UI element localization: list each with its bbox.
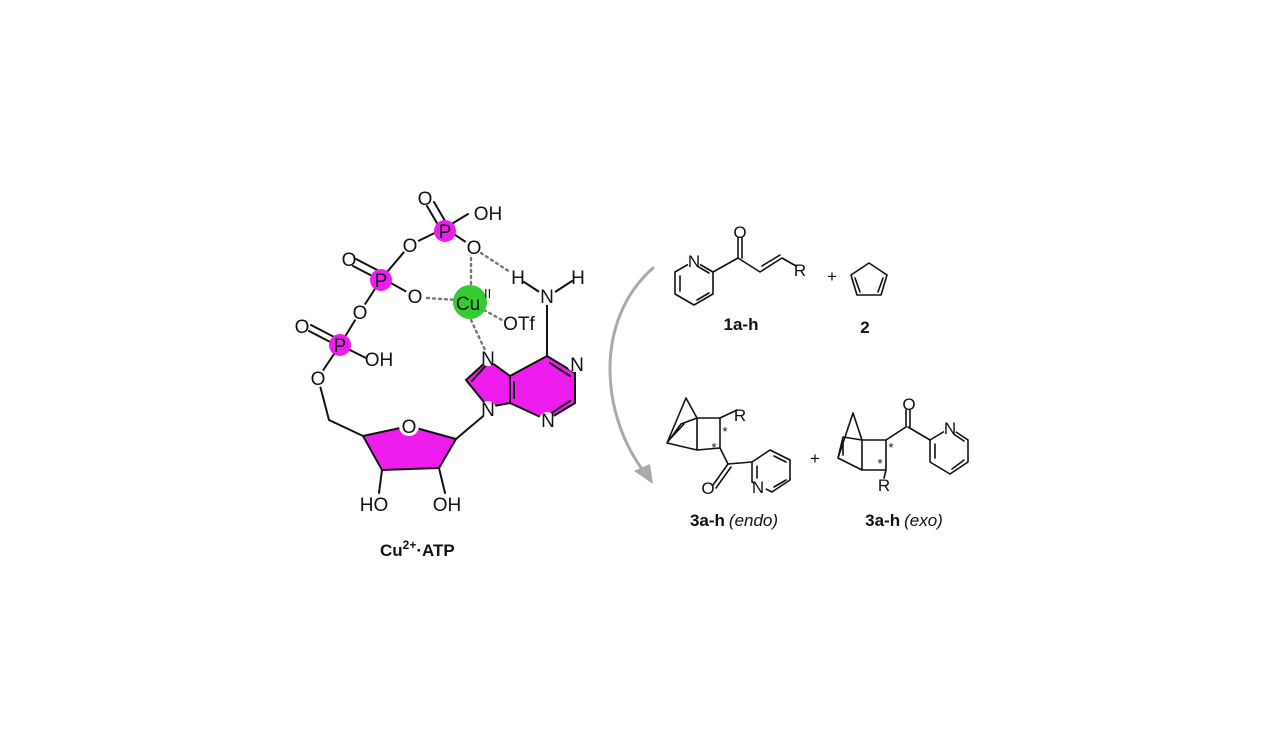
ribose-oh-bonds (378, 467, 446, 494)
phosphate-double-bonds (308, 201, 449, 346)
coordination-bond-o-cu-left (425, 296, 459, 302)
phosphate-chain-bonds (317, 213, 474, 437)
stereocenter-exo-2: * (877, 456, 882, 471)
atom-oh-p1: OH (474, 204, 503, 225)
coordination-bond-cu-n (469, 318, 487, 352)
substituent-r-exo: R (878, 476, 890, 495)
atom-otf: OTf (503, 314, 535, 335)
atom-n7: N (481, 349, 495, 370)
compound-label-exo: 3a-h(exo) (865, 511, 943, 530)
compound-label-2: 2 (860, 318, 869, 337)
atom-o-p1-cu: O (467, 238, 482, 259)
atom-o-p2-double: O (342, 250, 357, 271)
glycosidic-bond (455, 411, 489, 440)
atom-n9: N (481, 400, 495, 421)
compound-label-1a-h: 1a-h (724, 315, 759, 334)
atom-oh-p3: OH (365, 350, 394, 371)
atom-cu-oxidation-state: II (484, 286, 491, 301)
atom-cu: Cu (456, 294, 480, 315)
atom-o-bridge-1: O (403, 236, 418, 257)
atom-o-carbonyl-1: O (733, 223, 746, 242)
atom-p-3: P (334, 336, 347, 357)
atom-n1: N (570, 355, 584, 376)
atom-h-hbond: H (511, 268, 525, 289)
atom-p-2: P (375, 271, 388, 292)
atom-h-amine: H (571, 268, 585, 289)
compound-label-endo: 3a-h(endo) (690, 511, 778, 530)
atom-o-p2-cu: O (408, 287, 423, 308)
atom-ho-ribose: HO (360, 495, 389, 516)
atom-o-carbonyl-exo: O (902, 395, 915, 414)
purine-double-bonds (471, 361, 571, 415)
plus-sign-reactants: + (827, 267, 837, 286)
phosphorus-atom-2 (370, 269, 392, 291)
caption-cu-atp: Cu2+·ATP (380, 538, 455, 560)
product-endo: R * * O N 3a-h(endo) (666, 397, 791, 530)
reaction-arrow (608, 266, 655, 484)
substituent-r-1: R (794, 261, 806, 280)
atom-p-1: P (439, 222, 452, 243)
plus-sign-products: + (810, 449, 820, 468)
ribose-ring-fill (361, 424, 458, 472)
phosphorus-atom-1 (434, 220, 456, 242)
atom-n-pyridine-endo: N (752, 478, 764, 497)
phosphorus-atom-3 (329, 334, 351, 356)
atom-n-amine: N (540, 287, 554, 308)
atom-n-pyridine-exo: N (944, 419, 956, 438)
atom-oh-ribose: OH (433, 495, 462, 516)
copper-atom (453, 285, 487, 319)
stereocenter-endo-1: * (722, 424, 727, 439)
coordination-bond-cu-otf (482, 308, 504, 322)
stereocenter-endo-2: * (711, 440, 716, 455)
atom-o-p3-double: O (295, 317, 310, 338)
atom-o-carbonyl-endo: O (701, 479, 714, 498)
atom-n3: N (541, 411, 555, 432)
atom-o-ribose: O (402, 417, 417, 438)
atom-o-ester: O (311, 369, 326, 390)
hbond-o-h (479, 251, 512, 274)
cu-atp-complex: P P P O OH O O O O O O OH O Cu II OTf H … (295, 189, 585, 560)
atom-o-p1-double: O (418, 189, 433, 210)
atom-o-bridge-2: O (353, 303, 368, 324)
reactant-cyclopentadiene-2: 2 (850, 262, 888, 337)
atom-n-pyridine-1: N (688, 252, 700, 271)
product-exo: O N * * R 3a-h(exo) (837, 395, 969, 530)
substituent-r-endo: R (734, 406, 746, 425)
reactant-enone-1: N O R 1a-h (674, 223, 806, 334)
stereocenter-exo-1: * (888, 440, 893, 455)
